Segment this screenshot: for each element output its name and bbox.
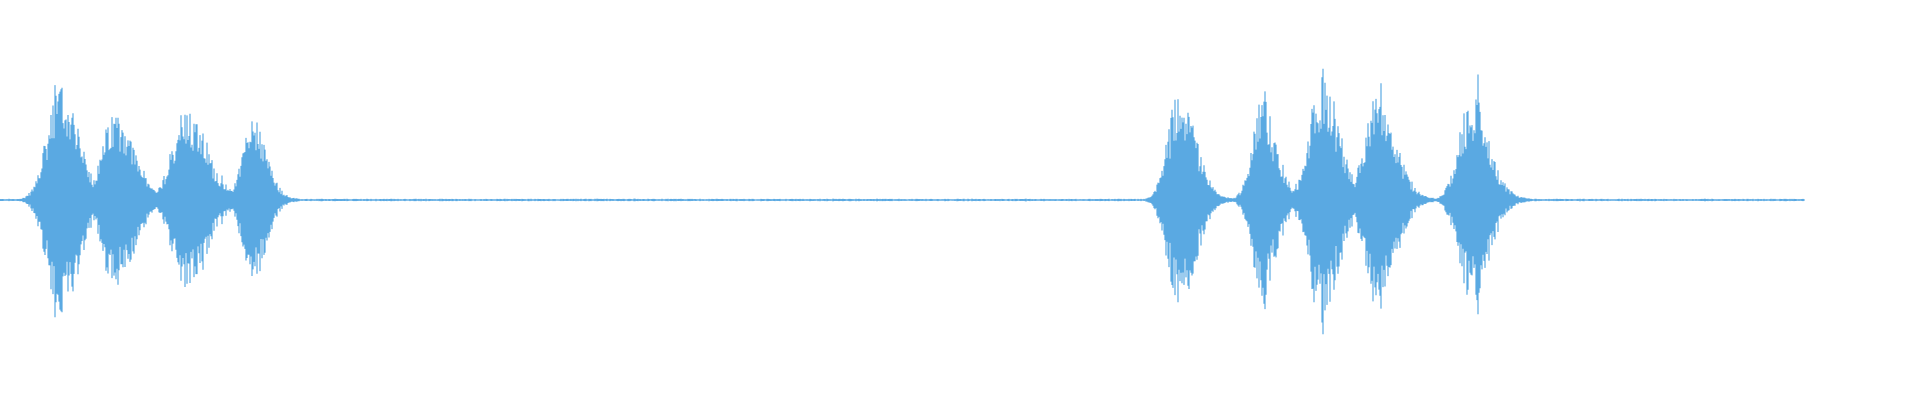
waveform-path bbox=[0, 68, 1805, 335]
waveform-bars bbox=[0, 68, 1805, 335]
